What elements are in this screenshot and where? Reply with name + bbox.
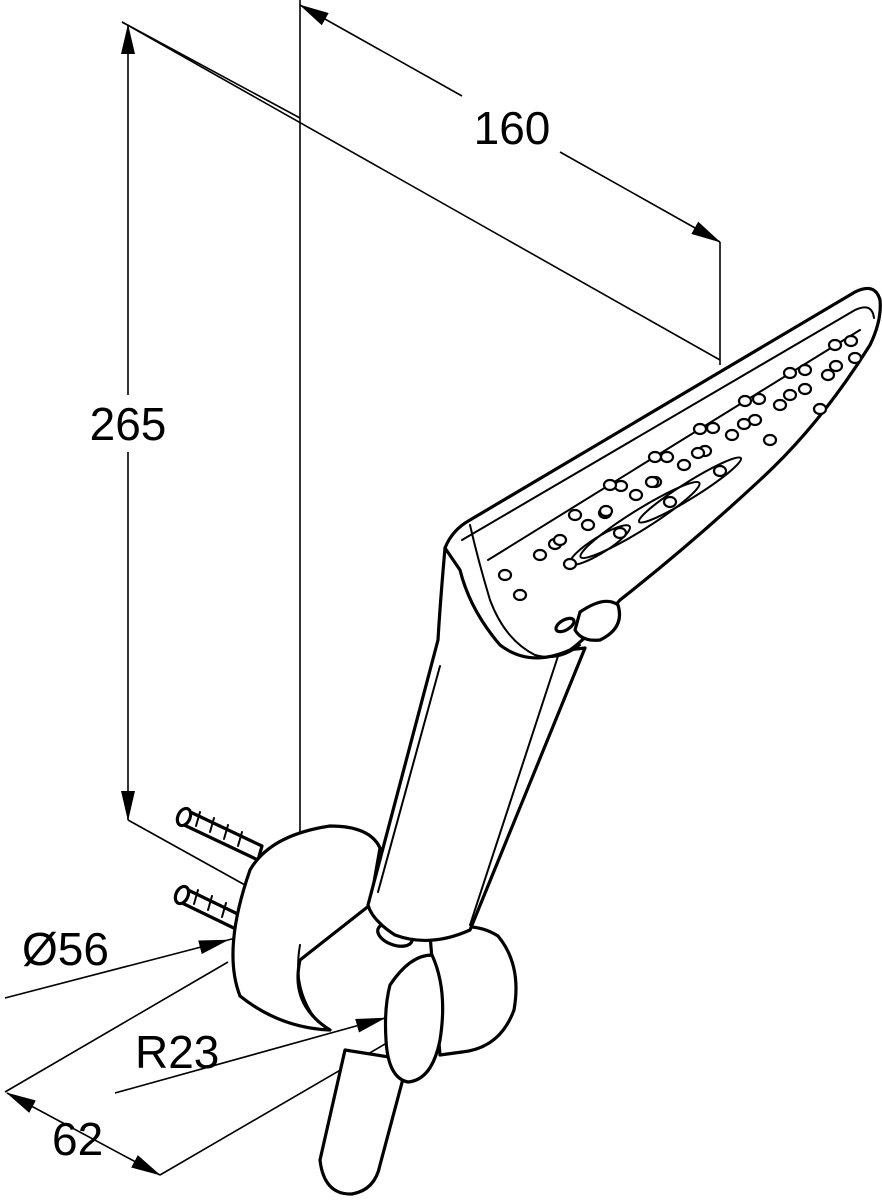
dimension-length: 160 [299, 0, 721, 835]
spray-nozzle [782, 388, 798, 402]
spray-nozzle [705, 421, 721, 435]
spray-nozzle [751, 392, 767, 406]
spray-nozzle [712, 464, 728, 478]
spray-nozzle [612, 526, 628, 540]
spray-nozzle [552, 533, 568, 547]
spray-nozzle [580, 518, 596, 532]
dimension-height-label: 265 [90, 398, 167, 450]
spray-nozzle [647, 450, 663, 464]
spray-nozzle [690, 446, 706, 460]
spray-nozzle [797, 363, 813, 377]
spray-nozzle [772, 398, 788, 412]
spray-nozzle [762, 433, 778, 447]
spray-nozzle [737, 394, 753, 408]
wall-anchor-upper [175, 806, 264, 862]
spray-nozzle [562, 557, 578, 571]
dimension-length-label: 160 [474, 102, 551, 154]
spray-nozzle [602, 478, 618, 492]
shower-head [443, 286, 882, 660]
spray-nozzle [692, 422, 708, 436]
hose [318, 1048, 410, 1196]
spray-nozzles [497, 334, 863, 602]
spray-nozzle [736, 417, 752, 431]
spray-nozzle [567, 508, 583, 522]
spray-nozzle [820, 368, 836, 382]
dimension-depth-label: 62 [52, 1113, 103, 1165]
spray-nozzle [843, 334, 859, 348]
spray-nozzle [812, 402, 828, 416]
spray-nozzle [797, 382, 813, 396]
spray-nozzle [662, 495, 678, 509]
spray-nozzle [598, 504, 614, 518]
spray-nozzle [724, 428, 740, 442]
spray-nozzle [512, 588, 528, 602]
spray-nozzle [782, 366, 798, 380]
wall-bracket [231, 824, 518, 1084]
dimension-radius-label: R23 [135, 1026, 219, 1078]
spray-nozzle [827, 338, 843, 352]
spray-nozzle [497, 568, 513, 582]
spray-nozzle [676, 458, 692, 472]
spray-nozzle [644, 475, 660, 489]
dimension-height: 265 [90, 21, 721, 886]
dimension-diameter-label: Ø56 [22, 923, 109, 975]
spray-nozzle [532, 548, 548, 562]
spray-nozzle [847, 351, 863, 365]
spray-nozzle [628, 488, 644, 502]
spray-nozzle [659, 450, 675, 464]
spray-nozzle [828, 359, 844, 373]
